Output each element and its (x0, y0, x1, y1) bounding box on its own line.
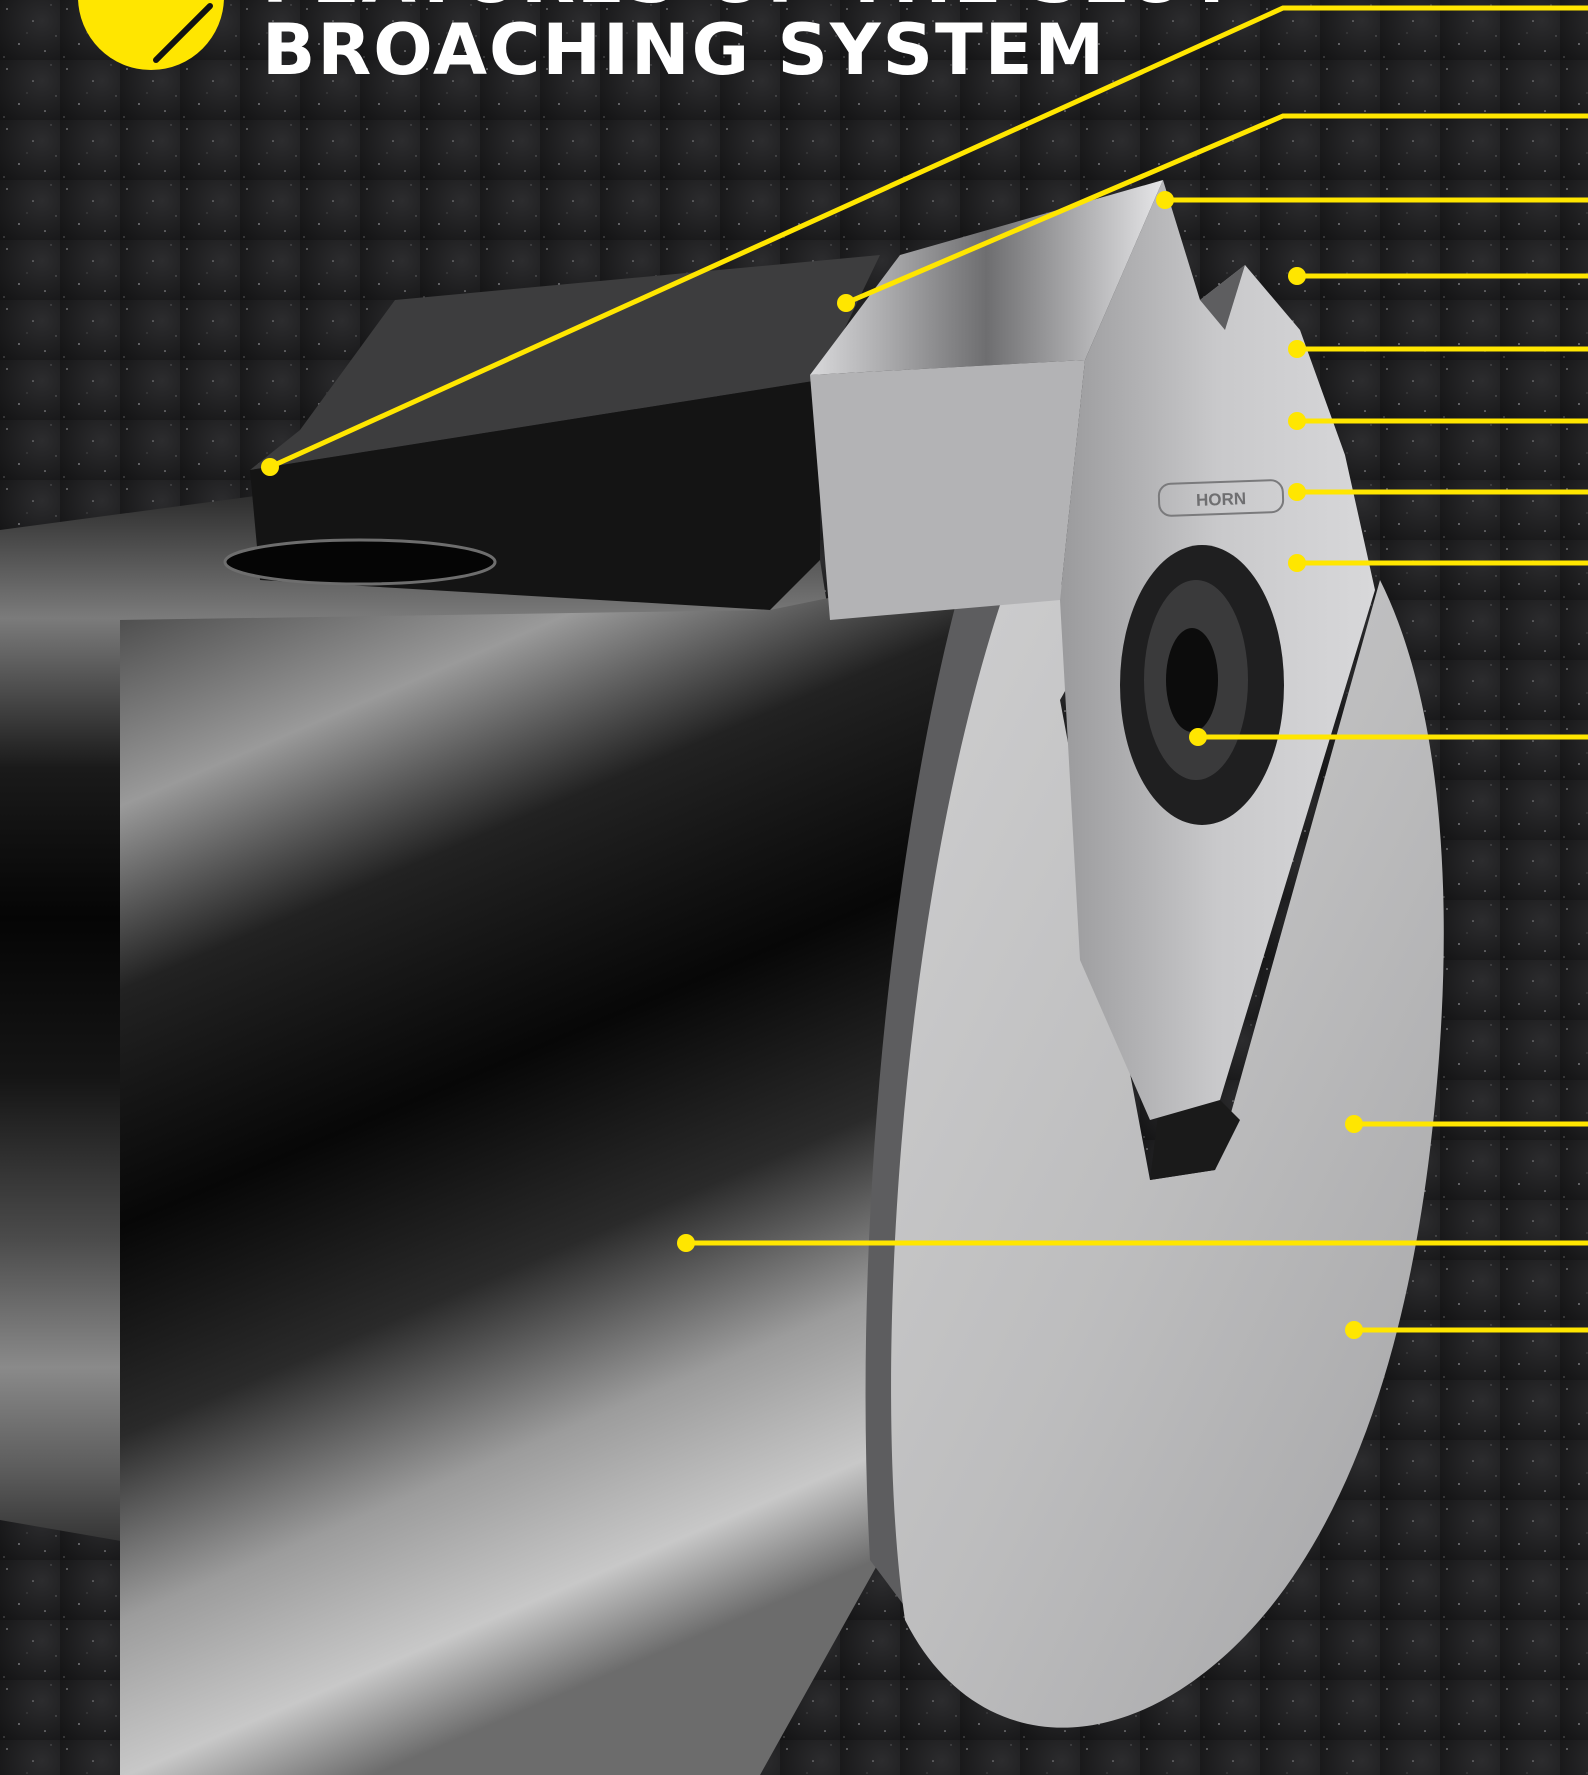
coolant-slot (223, 538, 497, 586)
tool-front-face (891, 580, 1444, 1728)
insert-top-face (810, 180, 1163, 375)
callout-dot-7 (1288, 483, 1306, 501)
callout-dot-4 (1288, 267, 1306, 285)
callout-dot-10 (1345, 1115, 1363, 1133)
callout-dot-6 (1288, 412, 1306, 430)
callouts (268, 5, 1588, 1333)
callout-dot-5 (1288, 340, 1306, 358)
callout-dot-11 (677, 1234, 695, 1252)
callout-dot-12 (1345, 1321, 1363, 1339)
page-title: FEATURES OF THE SLOT BROACHING SYSTEM (262, 0, 1237, 86)
horn-logo: HORN (1156, 476, 1285, 520)
callout-dot-8 (1288, 554, 1306, 572)
badge-circle (78, 0, 224, 70)
callout-dot-9 (1189, 728, 1207, 746)
callout-dot-1 (261, 458, 279, 476)
page-title-line-2: BROACHING SYSTEM (262, 9, 1107, 91)
holder-top (250, 255, 880, 470)
callout-line-1 (268, 5, 1588, 470)
callout-dots (261, 191, 1363, 1339)
page-title-line-1: FEATURES OF THE SLOT (262, 0, 1237, 14)
tool-body (120, 570, 965, 1775)
feature-badge (78, 0, 224, 70)
arrow-icon (153, 3, 213, 63)
callout-dot-3 (1156, 191, 1174, 209)
screw-socket (1166, 628, 1218, 732)
insert-notch (1200, 265, 1245, 330)
logo-text: HORN (1196, 489, 1247, 510)
logo-frame (1157, 479, 1285, 517)
callout-dot-2 (837, 294, 855, 312)
insert-side (810, 360, 1085, 620)
callout-line-2 (845, 113, 1588, 306)
